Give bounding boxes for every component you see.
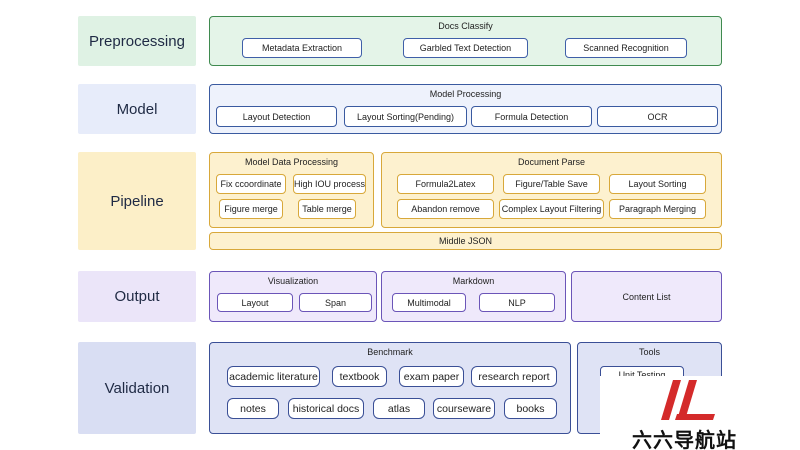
abandon-remove-box: Abandon remove — [397, 199, 494, 219]
markdown-panel: Markdown Multimodal NLP — [381, 271, 566, 322]
row-label-preprocessing: Preprocessing — [78, 16, 196, 66]
row-label-output: Output — [78, 271, 196, 322]
layout-sorting-pending-box: Layout Sorting(Pending) — [344, 106, 467, 127]
content-list-panel: Content List — [571, 271, 722, 322]
garbled-text-detection-box: Garbled Text Detection — [403, 38, 528, 58]
docs-classify-panel: Docs Classify Metadata Extraction Garble… — [209, 16, 722, 66]
paragraph-merging-box: Paragraph Merging — [609, 199, 706, 219]
document-parse-title: Document Parse — [517, 157, 586, 167]
figure-table-save-box: Figure/Table Save — [503, 174, 600, 194]
formula2latex-box: Formula2Latex — [397, 174, 494, 194]
complex-layout-filtering-box: Complex Layout Filtering — [499, 199, 604, 219]
fix-coordinate-box: Fix ccoordinate — [216, 174, 286, 194]
table-merge-box: Table merge — [298, 199, 356, 219]
middle-json-bar: Middle JSON — [209, 232, 722, 250]
multimodal-box: Multimodal — [392, 293, 466, 312]
layout-detection-box: Layout Detection — [216, 106, 337, 127]
layout-output-box: Layout — [217, 293, 293, 312]
row-label-model: Model — [78, 84, 196, 134]
markdown-title: Markdown — [452, 276, 495, 286]
textbook-box: textbook — [332, 366, 387, 387]
benchmark-title: Benchmark — [367, 347, 413, 357]
row-label-validation: Validation — [78, 342, 196, 434]
model-processing-title: Model Processing — [429, 89, 502, 99]
visualization-title: Visualization — [267, 276, 319, 286]
span-output-box: Span — [299, 293, 372, 312]
visualization-panel: Visualization Layout Span — [209, 271, 377, 322]
scanned-recognition-box: Scanned Recognition — [565, 38, 687, 58]
courseware-box: courseware — [433, 398, 495, 419]
notes-box: notes — [227, 398, 279, 419]
row-label-pipeline: Pipeline — [78, 152, 196, 250]
model-processing-panel: Model Processing Layout Detection Layout… — [209, 84, 722, 134]
books-box: books — [504, 398, 557, 419]
exam-paper-box: exam paper — [399, 366, 464, 387]
docs-classify-title: Docs Classify — [438, 21, 493, 31]
metadata-extraction-box: Metadata Extraction — [242, 38, 362, 58]
watermark-logo-icon — [661, 380, 715, 420]
figure-merge-box: Figure merge — [219, 199, 283, 219]
atlas-box: atlas — [373, 398, 425, 419]
document-parse-panel: Document Parse Formula2Latex Figure/Tabl… — [381, 152, 722, 228]
model-data-processing-panel: Model Data Processing Fix ccoordinate Hi… — [209, 152, 374, 228]
research-report-box: research report — [471, 366, 557, 387]
high-iou-process-box: High IOU process — [293, 174, 366, 194]
academic-literature-box: academic literature — [227, 366, 320, 387]
ocr-box: OCR — [597, 106, 718, 127]
historical-docs-box: historical docs — [288, 398, 364, 419]
model-data-processing-title: Model Data Processing — [244, 157, 339, 167]
watermark-text: 六六导航站 — [632, 430, 737, 450]
tools-title: Tools — [638, 347, 660, 357]
benchmark-panel: Benchmark academic literature textbook e… — [209, 342, 571, 434]
nlp-box: NLP — [479, 293, 555, 312]
layout-sorting-box: Layout Sorting — [609, 174, 706, 194]
formula-detection-box: Formula Detection — [471, 106, 592, 127]
watermark-background — [600, 376, 800, 450]
